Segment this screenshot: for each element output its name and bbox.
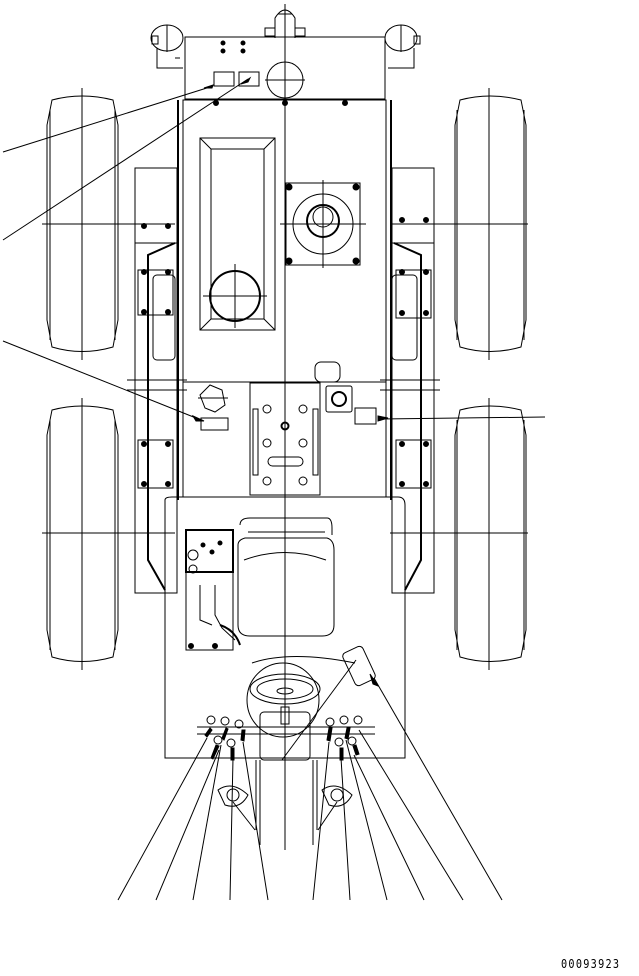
right-front-tire bbox=[390, 88, 528, 360]
left-rear-tire bbox=[42, 398, 175, 670]
operator-seat bbox=[237, 517, 335, 637]
air-intake-duct bbox=[199, 137, 276, 331]
front-lights-left bbox=[150, 24, 184, 69]
lever-group-right bbox=[325, 715, 363, 761]
lever-group-left bbox=[204, 715, 246, 761]
left-fender bbox=[127, 167, 187, 594]
right-rear-tire bbox=[390, 398, 528, 670]
warning-decal-plate bbox=[342, 645, 376, 687]
right-fender bbox=[380, 167, 440, 594]
left-front-tire bbox=[42, 88, 175, 360]
operator-deck bbox=[164, 496, 406, 759]
fuel-filler-cap bbox=[280, 180, 366, 268]
rear-hitch-levers bbox=[197, 715, 375, 831]
instrument-column bbox=[255, 711, 318, 845]
control-panel-left bbox=[185, 529, 241, 651]
steering-wheel bbox=[246, 656, 356, 738]
front-lights-right bbox=[384, 24, 421, 69]
figure-number: 00093923 bbox=[561, 957, 621, 971]
leader-lines bbox=[2, 76, 546, 901]
